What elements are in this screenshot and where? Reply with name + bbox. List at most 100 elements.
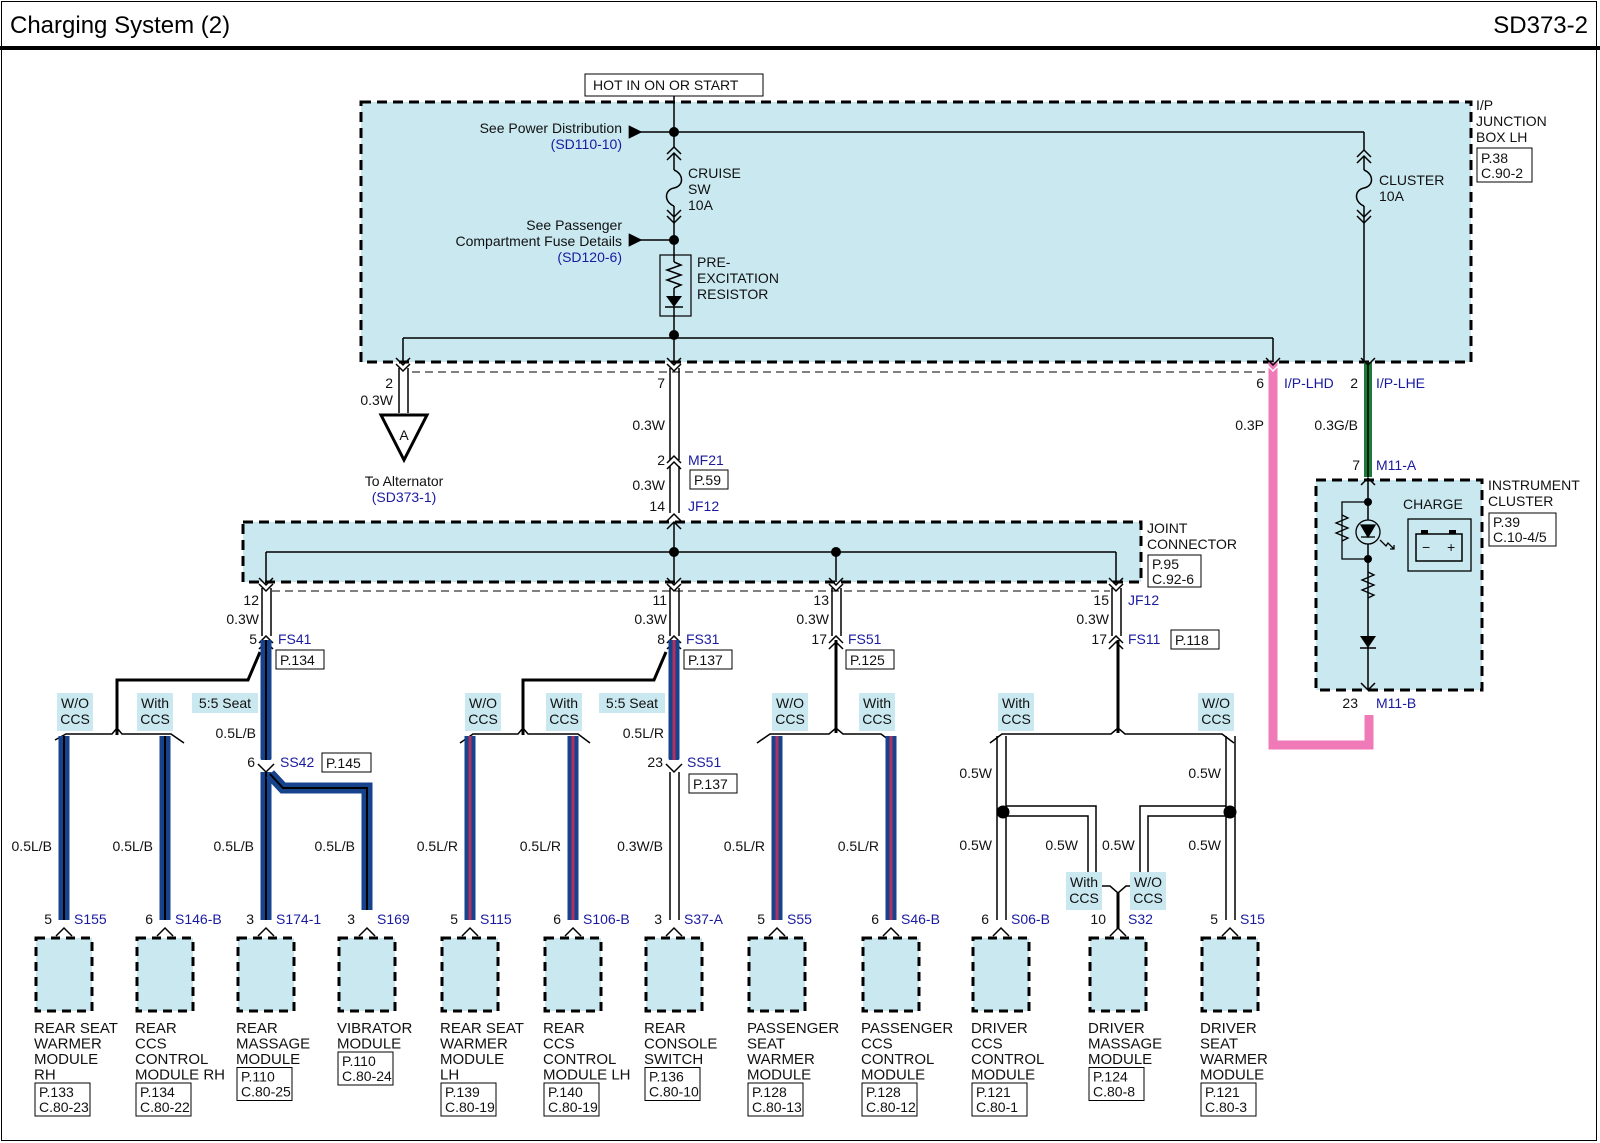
module-body[interactable] (337, 936, 397, 1013)
alternator-ref-link[interactable]: (SD373-1) (372, 489, 437, 505)
fs-connector[interactable]: FS51 (848, 631, 882, 647)
fs-connector[interactable]: FS11 (1128, 631, 1161, 647)
fs-ref-box (683, 649, 733, 670)
module-ref-connector[interactable]: C.80-12 (866, 1099, 916, 1115)
module-ref-connector[interactable]: C.80-22 (140, 1099, 190, 1115)
ss51-ref[interactable]: P.137 (693, 776, 728, 792)
module-ref-connector[interactable]: C.80-1 (976, 1099, 1018, 1115)
module-ref-page[interactable]: P.140 (548, 1084, 583, 1100)
option-tag-line: W/O (1134, 874, 1162, 890)
fs-connector[interactable]: FS31 (686, 631, 720, 647)
module-name-line: CONTROL (861, 1051, 934, 1068)
module-ref-page[interactable]: P.128 (866, 1084, 901, 1100)
module-name-line: CONTROL (971, 1051, 1044, 1068)
module-ref-connector[interactable]: C.80-23 (39, 1099, 89, 1115)
module-ref-page[interactable]: P.134 (140, 1084, 175, 1100)
module-ref-page[interactable]: P.124 (1093, 1069, 1128, 1085)
module-ref-page[interactable]: P.133 (39, 1084, 74, 1100)
fs-ref[interactable]: P.125 (850, 652, 885, 668)
see-passenger-ref-link[interactable]: (SD120-6) (557, 249, 622, 265)
module-body[interactable] (543, 936, 603, 1013)
module-connector[interactable]: S174-1 (276, 911, 321, 927)
fs-ref[interactable]: P.137 (688, 652, 723, 668)
module-ref-box (337, 1051, 394, 1086)
module-connector[interactable]: S115 (480, 911, 512, 927)
ss51-connector-name[interactable]: SS51 (687, 754, 721, 770)
module-ref-connector[interactable]: C.80-19 (445, 1099, 495, 1115)
fs-ref[interactable]: P.134 (280, 652, 315, 668)
see-power-ref-link[interactable]: (SD110-10) (551, 136, 622, 152)
ss42-ref[interactable]: P.145 (326, 755, 361, 771)
ss42-connector-name[interactable]: SS42 (280, 754, 314, 770)
module-connector[interactable]: S146-B (175, 911, 222, 927)
module-body[interactable] (440, 936, 500, 1013)
cluster-name-2: CLUSTER (1488, 493, 1553, 509)
module-body[interactable] (861, 936, 921, 1013)
module-ref-connector[interactable]: C.80-10 (649, 1084, 699, 1100)
module-ref-connector[interactable]: C.80-8 (1093, 1084, 1135, 1100)
module-ref-page[interactable]: P.110 (342, 1053, 376, 1069)
module-connector[interactable]: S169 (377, 911, 410, 927)
module-connector[interactable]: S37-A (684, 911, 724, 927)
module-body[interactable] (34, 936, 94, 1013)
module-body[interactable] (747, 936, 807, 1013)
module-body[interactable] (1088, 936, 1148, 1013)
jf12-connector[interactable]: JF12 (1128, 592, 1159, 608)
module-ref-page[interactable]: P.121 (976, 1084, 1011, 1100)
module-ref-connector[interactable]: C.80-25 (241, 1084, 291, 1100)
module-connector[interactable]: S106-B (583, 911, 630, 927)
module-name-line: VIBRATOR (337, 1020, 412, 1037)
module-ref-connector[interactable]: C.80-24 (342, 1068, 392, 1084)
mf21-ref[interactable]: P.59 (694, 472, 721, 488)
module-body[interactable] (236, 936, 296, 1013)
module-ref-page[interactable]: P.110 (241, 1069, 275, 1085)
cluster-ref-box (1488, 512, 1557, 547)
module-ref-connector[interactable]: C.80-3 (1205, 1099, 1247, 1115)
module-body[interactable] (644, 936, 704, 1013)
fs-pin: 8 (657, 631, 665, 647)
module-body[interactable] (1200, 936, 1260, 1013)
module-ref-page[interactable]: P.121 (1205, 1084, 1240, 1100)
module-name-line: MODULE RH (135, 1067, 225, 1084)
module-body[interactable] (971, 936, 1031, 1013)
fs-connector[interactable]: FS41 (278, 631, 312, 647)
mf21-connector[interactable]: MF21 (688, 452, 724, 468)
cluster-bottom-connector[interactable]: M11-B (1376, 695, 1416, 711)
module-connector[interactable]: S55 (787, 911, 812, 927)
module-ref-connector[interactable]: C.80-19 (548, 1099, 598, 1115)
module-connector[interactable]: S06-B (1011, 911, 1050, 927)
module-name-line: SEAT (1200, 1036, 1238, 1053)
module-connector[interactable]: S32 (1128, 911, 1153, 927)
module-wire-spec: 0.5L/B (214, 838, 254, 854)
alternator-pin: 2 (385, 375, 393, 391)
module-body[interactable] (135, 936, 195, 1013)
cluster-top-connector[interactable]: M11-A (1376, 457, 1417, 473)
module-ref-page[interactable]: P.139 (445, 1084, 480, 1100)
module-connector[interactable]: S46-B (901, 911, 940, 927)
module-ref-page[interactable]: P.128 (752, 1084, 787, 1100)
connector-chevron-icon (882, 926, 900, 937)
module-ref-page[interactable]: P.136 (649, 1069, 684, 1085)
fs-ref[interactable]: P.118 (1175, 632, 1209, 648)
jf12-connector[interactable]: JF12 (688, 498, 719, 514)
module-ref-connector[interactable]: C.80-13 (752, 1099, 802, 1115)
module-connector[interactable]: S155 (74, 911, 107, 927)
module-connector[interactable]: S15 (1240, 911, 1265, 927)
ip-lhd-connector[interactable]: I/P-LHD (1284, 375, 1334, 391)
ip-lhe-connector[interactable]: I/P-LHE (1376, 375, 1425, 391)
module-name-line: DRIVER (1200, 1020, 1257, 1037)
alternator-offpage-triangle[interactable] (378, 413, 430, 464)
